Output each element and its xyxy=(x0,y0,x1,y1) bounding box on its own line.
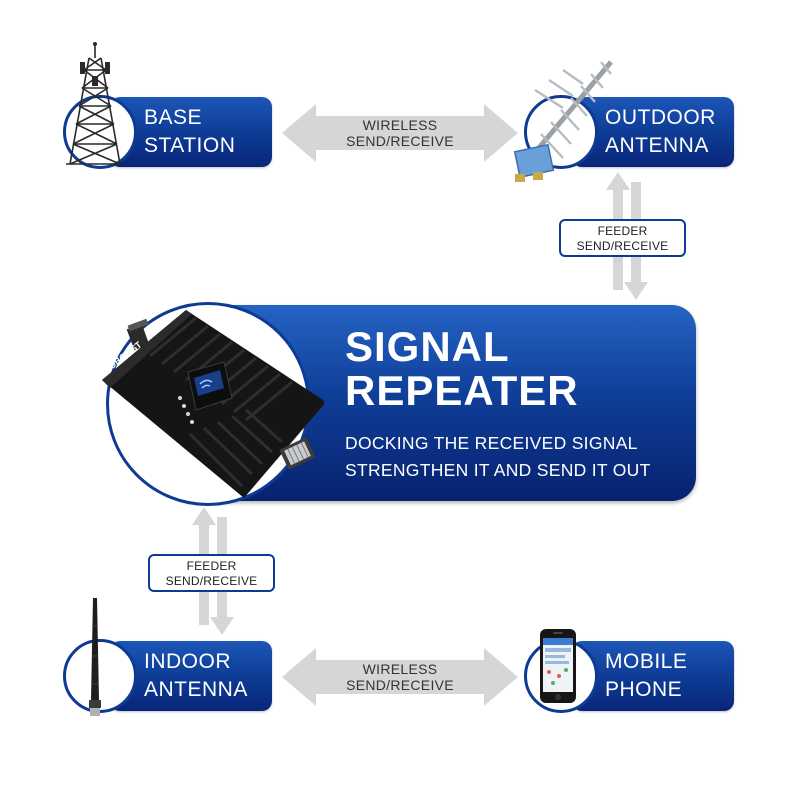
feeder-top-line2: SEND/RECEIVE xyxy=(576,239,669,253)
yagi-antenna-icon xyxy=(513,60,613,182)
mobile-phone-pill xyxy=(572,641,734,711)
repeater-desc-line1: DOCKING THE RECEIVED SIGNAL xyxy=(345,433,638,453)
wireless-link-bottom-text: WIRELESS SEND/RECEIVE xyxy=(282,661,518,693)
cell-tower-icon xyxy=(66,42,124,165)
base-station-label-line1: BASE xyxy=(144,106,203,129)
outdoor-antenna-label: OUTDOOR ANTENNA xyxy=(605,104,716,160)
mobile-phone-label-line1: MOBILE xyxy=(605,650,688,673)
repeater-title-line2: REPEATER xyxy=(345,367,579,414)
double-arrow-icon xyxy=(282,648,518,706)
wireless-top-line1: WIRELESS xyxy=(362,117,438,133)
smartphone-icon xyxy=(540,629,576,703)
outdoor-antenna-label-line1: OUTDOOR xyxy=(605,106,716,129)
wireless-bottom-line2: SEND/RECEIVE xyxy=(346,677,454,693)
indoor-antenna-pill xyxy=(110,641,272,711)
repeater-description: DOCKING THE RECEIVED SIGNAL STRENGTHEN I… xyxy=(345,430,651,484)
feeder-link-bottom: FEEDER SEND/RECEIVE xyxy=(148,554,275,592)
wireless-link-top: WIRELESS SEND/RECEIVE xyxy=(282,104,518,162)
feeder-top-line1: FEEDER xyxy=(597,224,648,238)
wireless-link-top-text: WIRELESS SEND/RECEIVE xyxy=(282,117,518,149)
feeder-link-top: FEEDER SEND/RECEIVE xyxy=(559,219,686,257)
base-station-label: BASE STATION xyxy=(144,104,235,160)
feeder-bottom-line1: FEEDER xyxy=(186,559,237,573)
signal-repeater-device-icon: GOBOOST xyxy=(101,310,324,498)
indoor-antenna-label-line2: ANTENNA xyxy=(144,678,248,701)
base-station-pill xyxy=(110,97,272,167)
wireless-link-bottom: WIRELESS SEND/RECEIVE xyxy=(282,648,518,706)
feeder-bottom-line2: SEND/RECEIVE xyxy=(165,574,258,588)
outdoor-antenna-pill xyxy=(572,97,734,167)
wireless-bottom-line1: WIRELESS xyxy=(362,661,438,677)
repeater-title: SIGNAL REPEATER xyxy=(345,325,579,413)
wireless-top-line2: SEND/RECEIVE xyxy=(346,133,454,149)
base-station-label-line2: STATION xyxy=(144,134,236,157)
mobile-phone-label-line2: PHONE xyxy=(605,678,683,701)
double-arrow-icon xyxy=(282,104,518,162)
indoor-antenna-label: INDOOR ANTENNA xyxy=(144,648,248,704)
mobile-phone-label: MOBILE PHONE xyxy=(605,648,687,704)
indoor-antenna-label-line1: INDOOR xyxy=(144,650,231,673)
whip-antenna-icon xyxy=(89,598,101,716)
repeater-desc-line2: STRENGTHEN IT AND SEND IT OUT xyxy=(345,460,651,480)
outdoor-antenna-label-line2: ANTENNA xyxy=(605,134,709,157)
repeater-title-line1: SIGNAL xyxy=(345,323,510,370)
